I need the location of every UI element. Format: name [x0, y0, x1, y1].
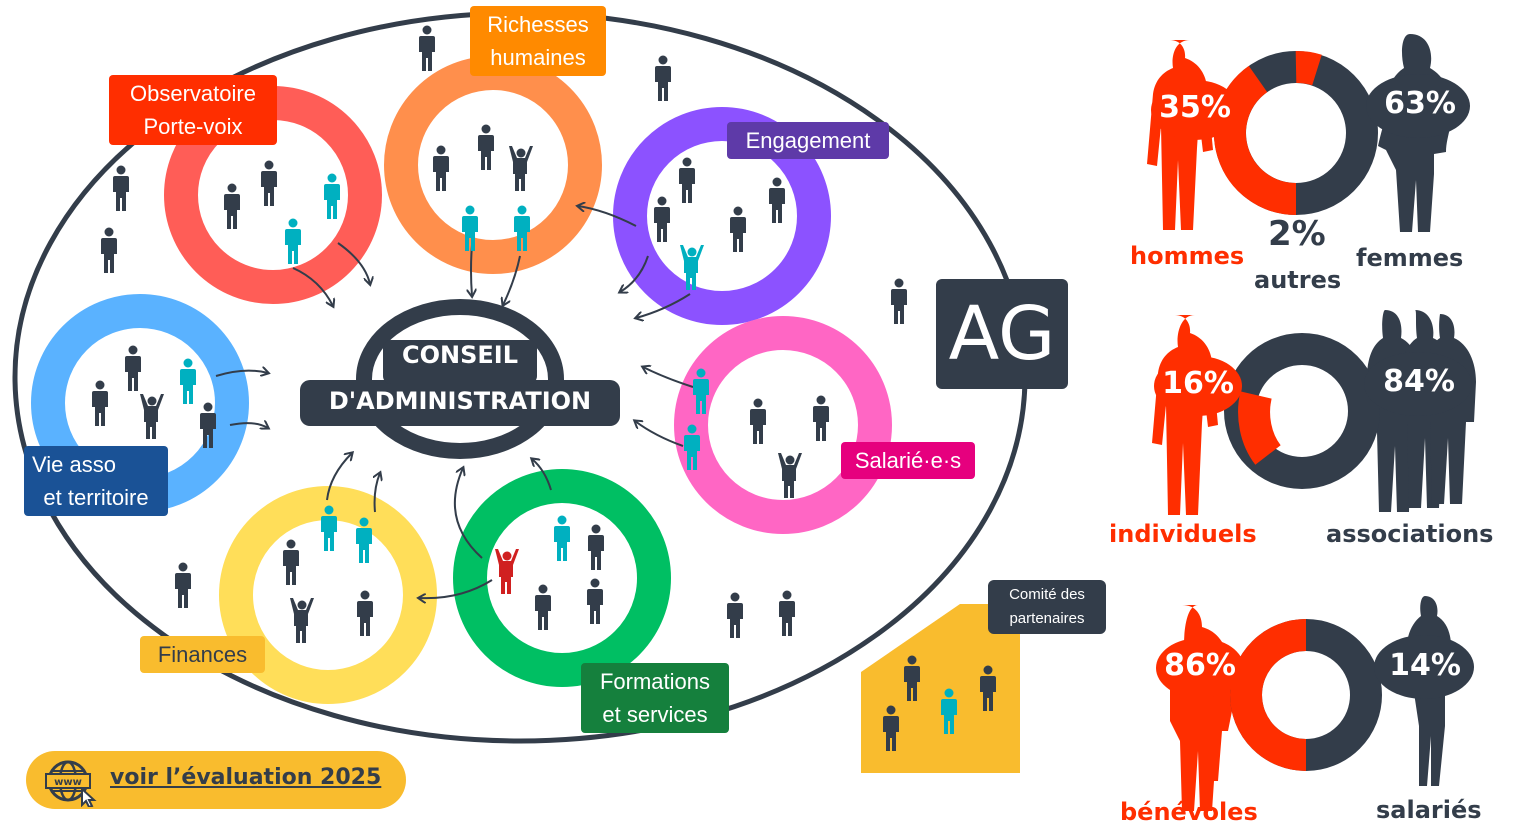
engagement-line1: Engagement [745, 128, 871, 153]
conseil-banner [300, 380, 620, 426]
donut-3-red [1230, 619, 1307, 771]
observatoire-line1: Observatoire [130, 81, 256, 106]
conseil-label: CONSEIL D'ADMINISTRATION [300, 335, 620, 421]
richesses-line1: Richesses [487, 12, 589, 37]
stat-autres-label: autres [1254, 266, 1342, 294]
person-red [495, 549, 519, 594]
comite-line1: Comité des [1009, 586, 1085, 603]
stat-hommes-pct: 35% [1159, 90, 1231, 125]
conseil-top-banner [383, 340, 537, 384]
silhouettes [1147, 34, 1476, 811]
finances-line1: Finances [157, 642, 248, 667]
stat-individuels-label: individuels [1109, 520, 1257, 548]
label-richesses: Richesses humaines [470, 6, 606, 76]
label-finances: Finances [140, 636, 265, 673]
stat-autres-pct: 2% [1268, 214, 1326, 254]
stat-hommes-label: hommes [1130, 242, 1245, 270]
observatoire-line2: Porte-voix [143, 114, 243, 139]
label-vie-asso: Vie asso et territoire [24, 446, 168, 516]
www-globe-icon[interactable]: www [44, 757, 98, 807]
ring-engagement [613, 107, 831, 325]
stat-benevoles-label: bénévoles [1120, 798, 1258, 826]
vie-asso-line1: Vie asso [32, 452, 116, 477]
stat-salaries-label: salariés [1376, 796, 1482, 824]
label-engagement: Engagement [727, 122, 889, 159]
ag-box: AG [936, 279, 1068, 389]
ring-richesses [384, 56, 602, 274]
svg-text:www: www [54, 777, 82, 788]
stat-femmes-label: femmes [1356, 244, 1464, 272]
evaluation-link[interactable]: voir l’évaluation 2025 [110, 765, 382, 790]
stat-femmes-pct: 63% [1384, 86, 1456, 121]
label-salaries: Salarié·e·s [841, 442, 975, 479]
formations-line2: et services [602, 702, 708, 727]
arrows [215, 206, 694, 598]
vie-asso-line2: et territoire [43, 485, 149, 510]
stat-associations-pct: 84% [1383, 364, 1455, 399]
volunteer-silhouette [1170, 605, 1234, 811]
donut-1-red [1214, 65, 1297, 215]
comite-label: Comité des partenaires [988, 580, 1106, 634]
stat-associations-label: associations [1326, 520, 1494, 548]
ring-salaries [674, 316, 892, 534]
conseil-line2: D'ADMINISTRATION [328, 387, 592, 415]
richesses-line2: humaines [490, 45, 586, 70]
stat-salaries-pct: 14% [1389, 648, 1461, 683]
label-observatoire: Observatoire Porte-voix [109, 75, 277, 145]
formations-line1: Formations [599, 669, 711, 694]
conseil-ring [356, 299, 564, 459]
donut-2-red [1238, 391, 1282, 465]
label-formations: Formations et services [581, 663, 729, 733]
comite-line2: partenaires [1009, 610, 1085, 627]
stat-individuels-pct: 16% [1162, 366, 1234, 401]
salaries-line1: Salarié·e·s [854, 448, 962, 473]
ring-formations [453, 469, 671, 687]
conseil-line1: CONSEIL [401, 341, 518, 369]
stat-benevoles-pct: 86% [1164, 648, 1236, 683]
comite-area [861, 604, 1020, 773]
